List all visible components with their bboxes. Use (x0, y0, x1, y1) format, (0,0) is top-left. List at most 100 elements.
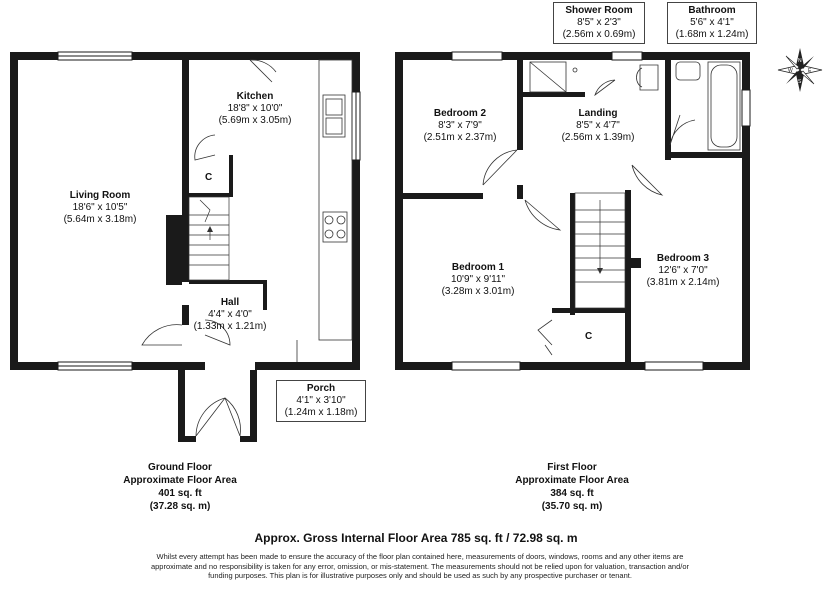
porch-wall-bottom-r (240, 436, 257, 442)
room-metric: (1.33m x 1.21m) (193, 321, 267, 332)
gf-stairs (188, 196, 230, 281)
ff-wall-cupboard-top (552, 308, 625, 313)
gf-wall-bottom-right (255, 362, 360, 370)
gf-door-hall (204, 319, 231, 346)
room-metric: (5.69m x 3.05m) (218, 115, 292, 126)
ff-door-bath (669, 114, 696, 146)
kitchen-sink (322, 94, 346, 138)
compass-rose: N E S W (777, 48, 823, 92)
room-kitchen: Kitchen 18'8" x 10'0" (5.69m x 3.05m) (205, 91, 305, 127)
floor-sqft: 384 sq. ft (550, 488, 594, 499)
bath-tub (707, 61, 741, 151)
room-bathroom: Bathroom 5'6" x 4'1" (1.68m x 1.24m) (667, 2, 757, 44)
porch-door-arc (195, 397, 241, 437)
room-imperial: 8'5" x 4'7" (576, 120, 620, 131)
porch-wall-bottom-l (178, 436, 196, 442)
room-metric: (2.56m x 1.39m) (561, 132, 635, 143)
kitchen-worktop (318, 59, 353, 341)
compass-s: S (798, 79, 802, 85)
ff-cupboard-label: C (585, 331, 593, 342)
compass-w: W (788, 68, 793, 74)
room-name: Landing (578, 108, 618, 119)
ff-wall-bottom (395, 362, 750, 370)
room-bedroom-3: Bedroom 3 12'6" x 7'0" (3.81m x 2.14m) (633, 253, 733, 289)
room-landing: Landing 8'5" x 4'7" (2.56m x 1.39m) (548, 108, 648, 144)
porch-wall-left (178, 370, 185, 442)
gf-wall-left (10, 52, 18, 370)
first-floor-area-label: First Floor Approximate Floor Area 384 s… (492, 461, 652, 513)
gf-cupboard-wall (189, 193, 229, 197)
gf-hall-wall (189, 280, 267, 284)
ff-door-cupboard (537, 319, 553, 356)
ground-floor-area-label: Ground Floor Approximate Floor Area 401 … (100, 461, 260, 513)
porch-door (195, 397, 241, 437)
gf-door-hall-living (141, 324, 183, 346)
bath-basin (675, 61, 701, 81)
room-name: Bedroom 1 (451, 262, 505, 273)
gf-cupboard-label: C (205, 172, 213, 183)
gf-door-cupboard (194, 134, 216, 161)
ff-wall-left (395, 52, 403, 370)
room-porch: Porch 4'1" x 3'10" (1.24m x 1.18m) (276, 380, 366, 422)
room-imperial: 18'8" x 10'0" (227, 103, 283, 114)
ff-wall-shower-right (665, 60, 671, 160)
floor-subtitle: Approximate Floor Area (515, 475, 629, 486)
room-imperial: 8'5" x 2'3" (577, 17, 621, 28)
room-hall: Hall 4'4" x 4'0" (1.33m x 1.21m) (180, 297, 280, 333)
room-name: Porch (306, 383, 336, 394)
ff-door-bed2 (482, 149, 518, 186)
ff-wall-bed2-bottom-r (517, 185, 523, 199)
shower-toilet (636, 64, 659, 91)
room-living-room: Living Room 18'6" x 10'5" (5.64m x 3.18m… (50, 190, 150, 226)
gf-wall-right (352, 52, 360, 370)
ff-door-bed3 (631, 164, 664, 196)
ff-wall-shower-bottom (523, 92, 585, 97)
gf-wall-divider-upper (182, 60, 189, 282)
room-bedroom-1: Bedroom 1 10'9" x 9'11" (3.28m x 3.01m) (428, 262, 528, 298)
floor-sqm: (37.28 sq. m) (149, 501, 211, 512)
room-metric: (3.28m x 3.01m) (441, 286, 515, 297)
compass-n: N (798, 58, 802, 64)
kitchen-hob (322, 211, 348, 243)
room-name: Hall (220, 297, 240, 308)
room-name: Kitchen (236, 91, 274, 102)
room-metric: (2.56m x 0.69m) (562, 29, 636, 40)
ff-window-bed1 (451, 361, 521, 371)
gf-stair-wall (166, 215, 182, 285)
room-metric: (1.24m x 1.18m) (284, 407, 358, 418)
ff-window-bed2 (451, 51, 503, 61)
room-name: Bedroom 3 (656, 253, 710, 264)
gross-area-heading: Approx. Gross Internal Floor Area 785 sq… (254, 531, 578, 545)
gf-cupboard-wall-r (229, 155, 233, 197)
room-metric: (1.68m x 1.24m) (675, 29, 749, 40)
gf-wall-divider-lower (182, 305, 189, 325)
gf-wall-top (10, 52, 360, 60)
room-imperial: 5'6" x 4'1" (690, 17, 734, 28)
floor-sqft: 401 sq. ft (158, 488, 202, 499)
ff-wall-top (395, 52, 750, 60)
room-imperial: 10'9" x 9'11" (450, 274, 506, 285)
room-name: Bathroom (688, 5, 736, 16)
ff-stairs (574, 192, 626, 309)
room-imperial: 12'6" x 7'0" (658, 265, 708, 276)
ff-wall-bed3-left (625, 190, 631, 362)
room-bedroom-2: Bedroom 2 8'3" x 7'9" (2.51m x 2.37m) (410, 108, 510, 144)
room-name: Shower Room (565, 5, 633, 16)
porch-wall-right (250, 370, 257, 442)
gf-hall-wall-r (263, 280, 267, 310)
room-metric: (2.51m x 2.37m) (423, 132, 497, 143)
floor-title: Ground Floor (148, 462, 212, 473)
ff-wall-right (742, 52, 750, 370)
ff-chimney-bed3 (631, 258, 641, 268)
floor-title: First Floor (547, 462, 597, 473)
ff-wall-landing-bottom (570, 193, 575, 315)
room-imperial: 4'1" x 3'10" (296, 395, 346, 406)
room-imperial: 18'6" x 10'5" (72, 202, 128, 213)
floor-subtitle: Approximate Floor Area (123, 475, 237, 486)
room-name: Living Room (69, 190, 131, 201)
compass-e: E (808, 68, 812, 74)
disclaimer-text: Whilst every attempt has been made to en… (150, 552, 690, 580)
ff-door-bed1 (524, 199, 562, 231)
floor-sqm: (35.70 sq. m) (541, 501, 603, 512)
